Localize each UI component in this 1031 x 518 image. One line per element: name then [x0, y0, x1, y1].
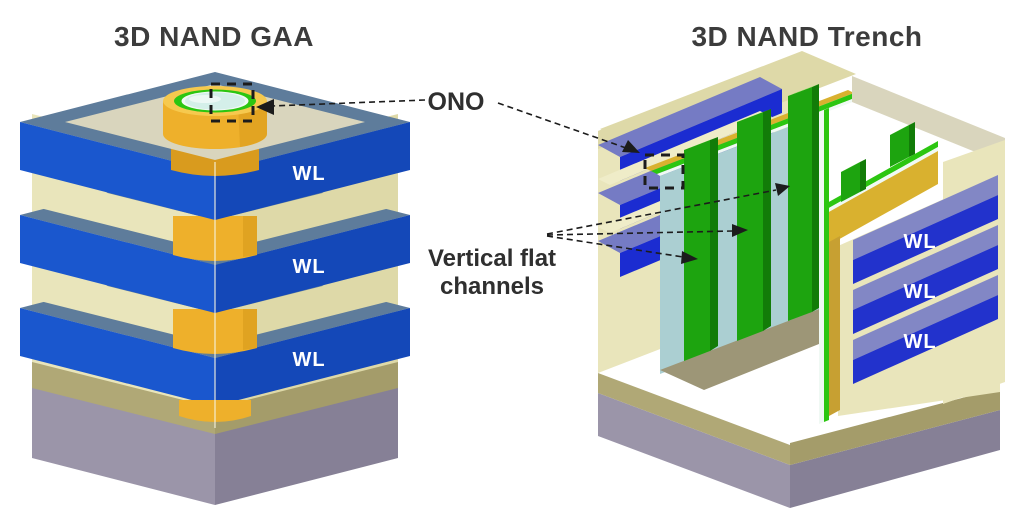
gaa-wl2-front-right	[215, 215, 410, 313]
trench-top-face-right	[852, 76, 1005, 164]
trench-channel-pillar-2	[737, 109, 771, 341]
pillar1-top	[684, 137, 718, 150]
trench-wl2-label: WL	[903, 281, 936, 303]
channels-arrow-1-line	[546, 235, 684, 258]
pillar1-front	[684, 140, 710, 361]
trench-floor	[660, 308, 864, 390]
right-wl2-top	[853, 225, 998, 310]
gaa-dashed-callout-box	[209, 82, 255, 123]
channels-arrow-2-head	[732, 224, 748, 237]
trench-substrate-right-face	[790, 410, 1000, 508]
gaa-oxide-olive-band-right	[215, 362, 398, 434]
pillar2-front	[737, 112, 763, 341]
gaa-wl1-front-left	[20, 122, 215, 220]
gaa-wl3-label: WL	[292, 349, 325, 371]
gaa-wl1-front-right	[215, 122, 410, 220]
right-wall-gold-face	[827, 151, 938, 246]
channels-label-line2: channels	[440, 273, 544, 300]
bump1-top	[841, 159, 866, 172]
right-wl3-front	[853, 295, 998, 384]
gaa-structure: WL WL WL	[20, 72, 410, 505]
pillar2-top	[737, 109, 771, 122]
pillar3-front	[788, 87, 812, 321]
channels-arrow-3-line	[546, 189, 777, 235]
channels-arrow-2-line	[546, 230, 734, 236]
trench-structure: WL WL WL	[598, 51, 1005, 508]
gaa-channel-segment-mid2-shade	[243, 309, 257, 350]
ono-arrow-right-head	[622, 140, 640, 153]
gaa-core-highlight	[189, 95, 221, 103]
trench-olive-band-right	[790, 388, 1000, 465]
right-wl2-front	[853, 245, 998, 334]
gaa-oxide-olive-band-left	[32, 362, 215, 434]
channels-label-line1: Vertical flat	[428, 245, 556, 272]
gaa-wl2-label: WL	[292, 256, 325, 278]
gaa-channel-segment-mid1-shade	[243, 216, 257, 257]
gaa-wl2-front-left	[20, 215, 215, 313]
bump2-top	[890, 122, 915, 135]
bump1-front	[841, 162, 860, 202]
wall-end-green-lining	[824, 108, 829, 422]
trench-left-gap1-sliver	[598, 111, 772, 185]
wall-end-gold-lining	[829, 236, 840, 416]
gaa-substrate-left-face	[32, 385, 215, 505]
gaa-gap1-left	[32, 174, 215, 252]
bump2-side	[909, 122, 915, 157]
bump1-side	[860, 159, 866, 192]
ono-arrow-right-line	[497, 102, 627, 149]
ono-label: ONO	[428, 88, 485, 116]
pillar1-side	[710, 137, 718, 351]
ono-arrow-left-line	[271, 99, 426, 107]
right-wall-channel-bump-2	[890, 122, 915, 167]
gaa-wl1-label: WL	[292, 163, 325, 185]
trench-substrate-left-face	[598, 393, 790, 508]
gaa-title: 3D NAND GAA	[114, 21, 314, 52]
right-wl3-top	[853, 275, 998, 360]
bump2-front	[890, 125, 909, 167]
right-wall-white-stripe	[827, 147, 938, 213]
gaa-gap1-right	[215, 174, 398, 252]
pillar3-top	[788, 84, 819, 96]
right-wall-channel-bump-1	[841, 159, 866, 202]
trench-channel-pillar-3	[788, 84, 819, 321]
channels-arrow-3-head	[775, 183, 790, 196]
right-wl1-front	[853, 195, 998, 284]
trench-olive-band-left	[598, 373, 790, 465]
gaa-gap2-left	[32, 267, 215, 345]
trench-title: 3D NAND Trench	[691, 21, 922, 52]
gaa-wl3-front-right	[215, 308, 410, 406]
ono-arrow-left-head	[256, 99, 274, 115]
trench-left-wl1-top	[598, 77, 782, 157]
gaa-wl3-front-left	[20, 308, 215, 406]
trench-wl1-label: WL	[903, 231, 936, 253]
wall-end-white-lining	[819, 110, 824, 424]
gaa-substrate-right-face	[215, 385, 398, 505]
trench-wl3-label: WL	[903, 331, 936, 353]
annotation-layer: ONO Vertical flat channels 3D NAND GAA 3…	[114, 21, 922, 300]
pillar3-side	[812, 84, 819, 312]
pillar2-side	[763, 109, 771, 331]
channels-arrow-1-head	[681, 251, 698, 264]
trench-dashed-callout-box	[643, 153, 685, 190]
right-wl1-top	[853, 175, 998, 260]
trench-channel-pillar-1	[684, 137, 718, 361]
gaa-gap2-right	[215, 267, 398, 345]
trench-right-wl-stack	[853, 175, 998, 384]
